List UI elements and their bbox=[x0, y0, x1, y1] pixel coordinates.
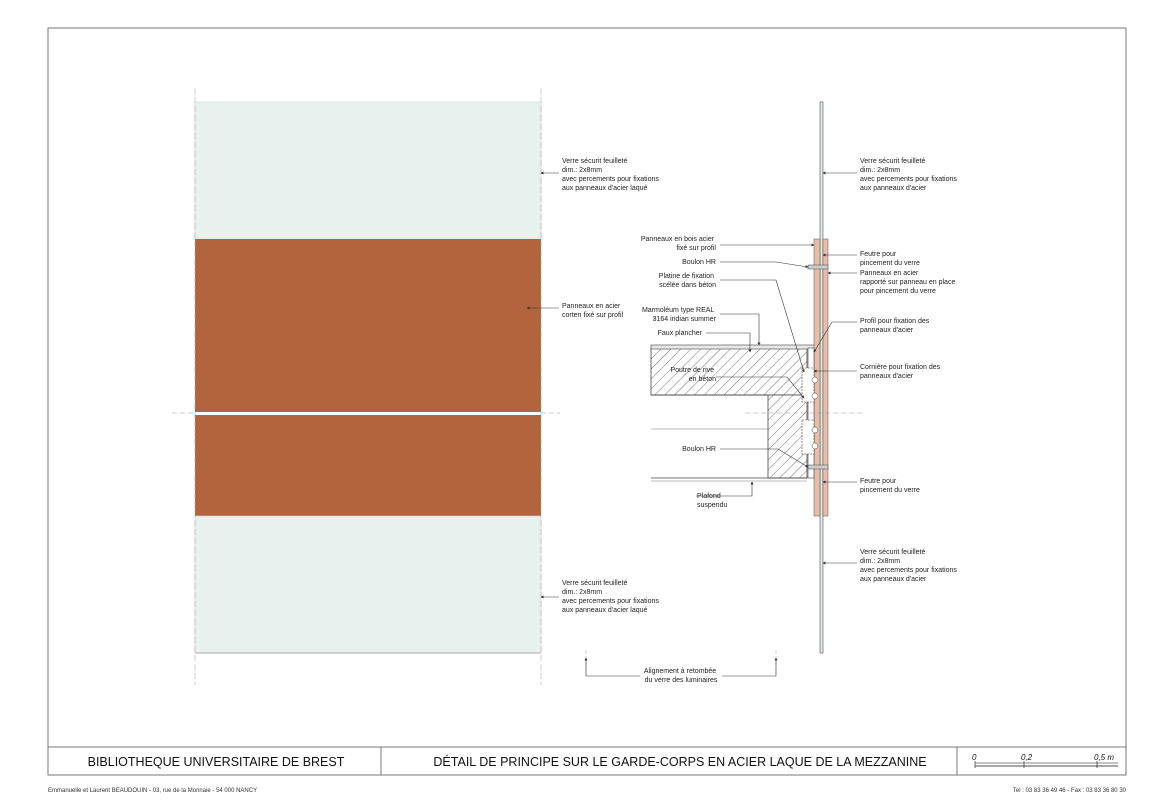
scale-label-1: 0,2 bbox=[1021, 753, 1033, 762]
leader-bolt-bottom bbox=[720, 448, 809, 468]
footer-contact: Tel : 03 83 36 49 46 - Fax : 03 83 36 80… bbox=[1013, 788, 1127, 794]
bolt-upper bbox=[807, 264, 829, 270]
elev-corten-label: Panneaux en acier corten fixé sur profil bbox=[562, 303, 624, 319]
glass-panel-bottom bbox=[194, 515, 542, 654]
fixing-4 bbox=[811, 442, 819, 450]
angle-lower bbox=[801, 419, 815, 455]
elev-glass-bottom-label: Verre sécurit feuilleté dim.: 2x8mm avec… bbox=[562, 580, 661, 614]
steel-panel-label: Panneaux en acier rapporté sur panneau e… bbox=[860, 270, 957, 295]
leader-plafond bbox=[696, 481, 754, 497]
glass-panel-top bbox=[194, 101, 542, 240]
bolt-bottom-label: Boulon HR bbox=[682, 446, 716, 453]
leader-marmoleum bbox=[720, 313, 761, 346]
project-title: BIBLIOTHEQUE UNIVERSITAIRE DE BREST bbox=[88, 755, 345, 769]
felt-top-label: Feutre pour pincement du verre bbox=[860, 251, 920, 267]
footer-architects: Emmanuelle et Laurent BEAUDOUIN - 03, ru… bbox=[48, 788, 257, 794]
leader-beam bbox=[716, 376, 805, 399]
leader-faux-plancher bbox=[706, 332, 752, 353]
angle-label: Cornière pour fixation des panneaux d'ac… bbox=[860, 364, 942, 380]
elev-glass-top-label: Verre sécurit feuilleté dim.: 2x8mm avec… bbox=[562, 158, 661, 192]
leader-alignment-left bbox=[584, 657, 640, 677]
felt-bottom-label: Feutre pour pincement du verre bbox=[860, 478, 920, 494]
fixing-1 bbox=[811, 376, 819, 384]
plate-label: Platine de fixation scélée dans béton bbox=[659, 273, 716, 289]
bolt-top-label: Boulon HR bbox=[682, 259, 716, 266]
corten-panel-lower bbox=[195, 415, 541, 516]
angle-upper bbox=[801, 367, 815, 403]
section-steel-panel bbox=[822, 238, 829, 517]
leader-alignment-right bbox=[722, 657, 778, 677]
sec-glass-bottom-label: Verre sécurit feuilleté dim.: 2x8mm avec… bbox=[860, 549, 959, 583]
scale-label-2: 0,5 m bbox=[1094, 753, 1114, 762]
elevation-view: Verre sécurit feuilleté dim.: 2x8mm avec… bbox=[172, 88, 661, 685]
leader-bolt-top bbox=[720, 261, 809, 269]
profile-label: Profil pour fixation des panneaux d'acie… bbox=[860, 318, 931, 334]
scale-bar: 0 0,2 0,5 m bbox=[972, 753, 1118, 768]
fixing-3 bbox=[811, 426, 819, 434]
bolt-lower bbox=[807, 464, 829, 470]
faux-plancher bbox=[650, 344, 818, 350]
fixing-2 bbox=[811, 392, 819, 400]
beam-label: Poutre de rive en béton bbox=[670, 367, 716, 383]
scale-label-0: 0 bbox=[972, 753, 977, 762]
beam-hatched bbox=[767, 394, 808, 479]
drawing-title: DÉTAIL DE PRINCIPE SUR LE GARDE-CORPS EN… bbox=[433, 754, 926, 769]
plafond-label: Plafond suspendu bbox=[697, 493, 727, 509]
leader-profile bbox=[813, 321, 857, 353]
corten-panel-upper bbox=[195, 239, 541, 412]
section-glass bbox=[819, 101, 824, 654]
sheet-frame bbox=[47, 27, 1127, 776]
wood-panel-label: Panneaux en bois acier fixé sur profil bbox=[641, 236, 717, 252]
leader-plate bbox=[720, 279, 805, 373]
faux-plancher-label: Faux plancher bbox=[658, 330, 703, 337]
section-view: Panneaux en bois acier fixé sur profil B… bbox=[584, 101, 959, 684]
alignment-label: Alignement à retombée du verre des lumin… bbox=[644, 668, 718, 684]
sec-glass-top-label: Verre sécurit feuilleté dim.: 2x8mm avec… bbox=[860, 158, 959, 192]
title-block: BIBLIOTHEQUE UNIVERSITAIRE DE BREST DÉTA… bbox=[48, 746, 1126, 775]
marmoleum-label: Marmoléum type REAL 3164 indian summer bbox=[642, 307, 717, 323]
